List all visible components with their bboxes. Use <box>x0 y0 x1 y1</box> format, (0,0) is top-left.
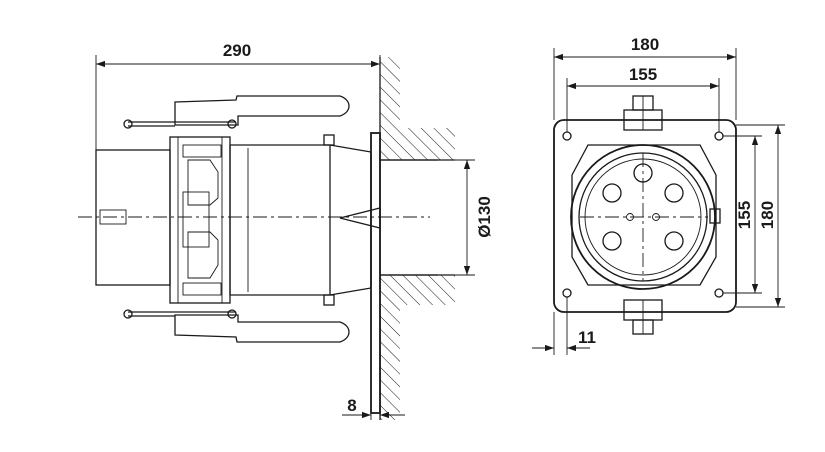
bottom-lug <box>623 299 663 335</box>
hole-offset-label: 11 <box>578 328 596 347</box>
dimension-diameter: Ø130 <box>438 159 494 276</box>
dimension-height-inner: 155 <box>723 135 762 294</box>
dimension-plate: 8 <box>342 396 405 420</box>
dimension-length: 290 <box>95 41 381 150</box>
socket-lid <box>95 136 231 304</box>
rear-sleeve <box>380 159 438 276</box>
mounting-plate <box>370 132 381 414</box>
dimension-width-inner: 155 <box>566 65 720 132</box>
dimension-height-outer: 180 <box>736 124 785 308</box>
outer-ring <box>570 144 716 290</box>
socket-body <box>229 134 381 306</box>
width-inner-label: 155 <box>629 65 657 84</box>
dimension-width-outer: 180 <box>553 35 737 120</box>
dimension-hole-offset: 11 <box>532 297 596 355</box>
front-plate <box>553 119 737 313</box>
wall-section <box>379 57 455 420</box>
height-outer-label: 180 <box>758 201 777 229</box>
top-handle <box>123 95 350 129</box>
front-view: 180 155 155 180 11 <box>532 35 785 355</box>
height-inner-label: 155 <box>735 201 754 229</box>
width-outer-label: 180 <box>631 35 659 54</box>
length-label: 290 <box>223 41 251 60</box>
bottom-handle <box>123 309 350 343</box>
diameter-label: Ø130 <box>475 196 494 238</box>
plate-label: 8 <box>347 396 356 415</box>
side-view: 290 Ø130 8 <box>78 41 494 420</box>
top-lug <box>623 95 663 131</box>
